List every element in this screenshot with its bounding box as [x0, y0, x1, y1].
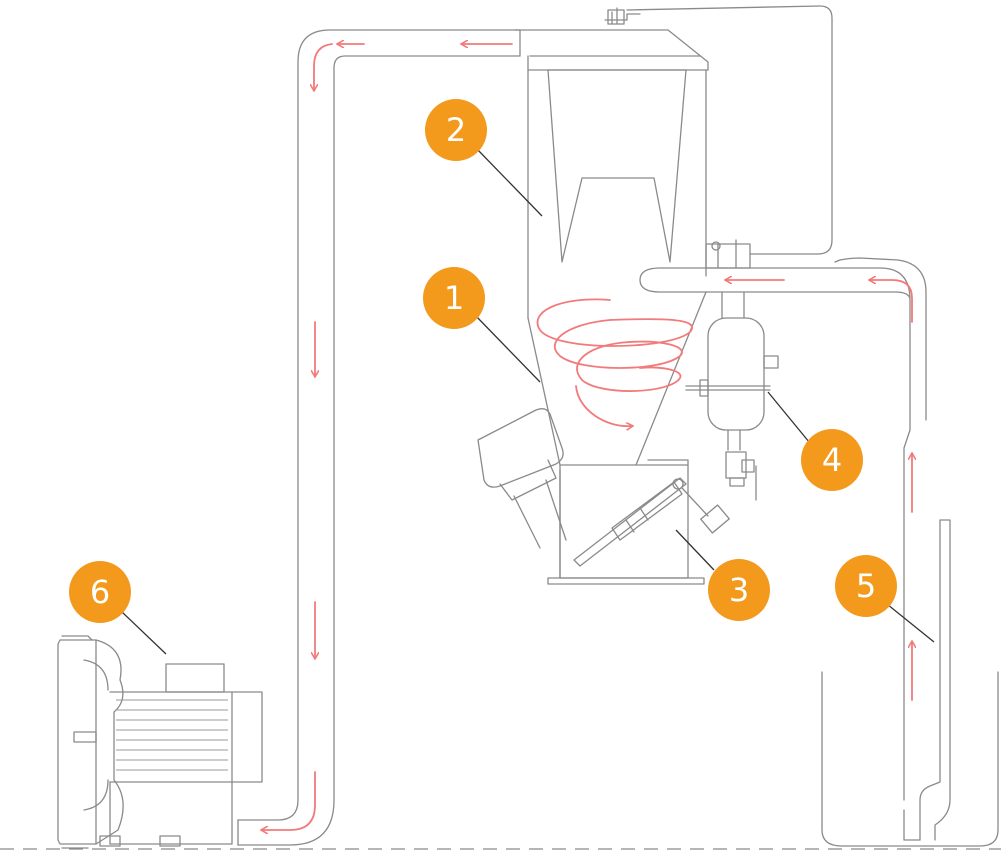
leader-3: [675, 529, 715, 571]
material-container: [821, 671, 999, 847]
callout-label-4: 4: [822, 441, 842, 479]
inlet-pipe: [639, 257, 951, 841]
motor-cooling-fins: [116, 699, 228, 771]
callout-label-1: 1: [444, 279, 464, 317]
callout-leaders: [121, 147, 935, 655]
callout-label-2: 2: [446, 111, 466, 149]
cyclone-receiver: [514, 7, 709, 466]
callout-5: 5: [835, 555, 897, 617]
vibrator-motor: [477, 408, 567, 549]
side-channel-blower: [57, 635, 263, 849]
callout-label-5: 5: [856, 567, 876, 605]
callout-6: 6: [69, 561, 131, 623]
discharge-frame: [547, 459, 705, 585]
vacuum-pipe: [237, 29, 521, 846]
callout-2: 2: [425, 99, 487, 161]
callout-4: 4: [801, 429, 863, 491]
leader-2: [475, 147, 543, 217]
airflow-arrows: [262, 44, 912, 830]
air-line: [626, 5, 833, 255]
callout-1: 1: [423, 267, 485, 329]
callout-label-6: 6: [90, 573, 110, 611]
callout-label-3: 3: [729, 571, 749, 609]
callout-badge-4: [801, 429, 863, 491]
leader-4: [767, 391, 815, 449]
filter-canister: [685, 291, 779, 501]
callout-3: 3: [708, 559, 770, 621]
leader-1: [473, 313, 541, 383]
callout-badge-1: [423, 267, 485, 329]
callout-badge-2: [425, 99, 487, 161]
leader-5: [881, 599, 935, 643]
callout-badge-5: [835, 555, 897, 617]
leader-6: [121, 611, 167, 655]
valve-block: [705, 239, 751, 269]
pneumatic-cylinder: [611, 478, 730, 541]
callout-badge-3: [708, 559, 770, 621]
callout-badge-6: [69, 561, 131, 623]
